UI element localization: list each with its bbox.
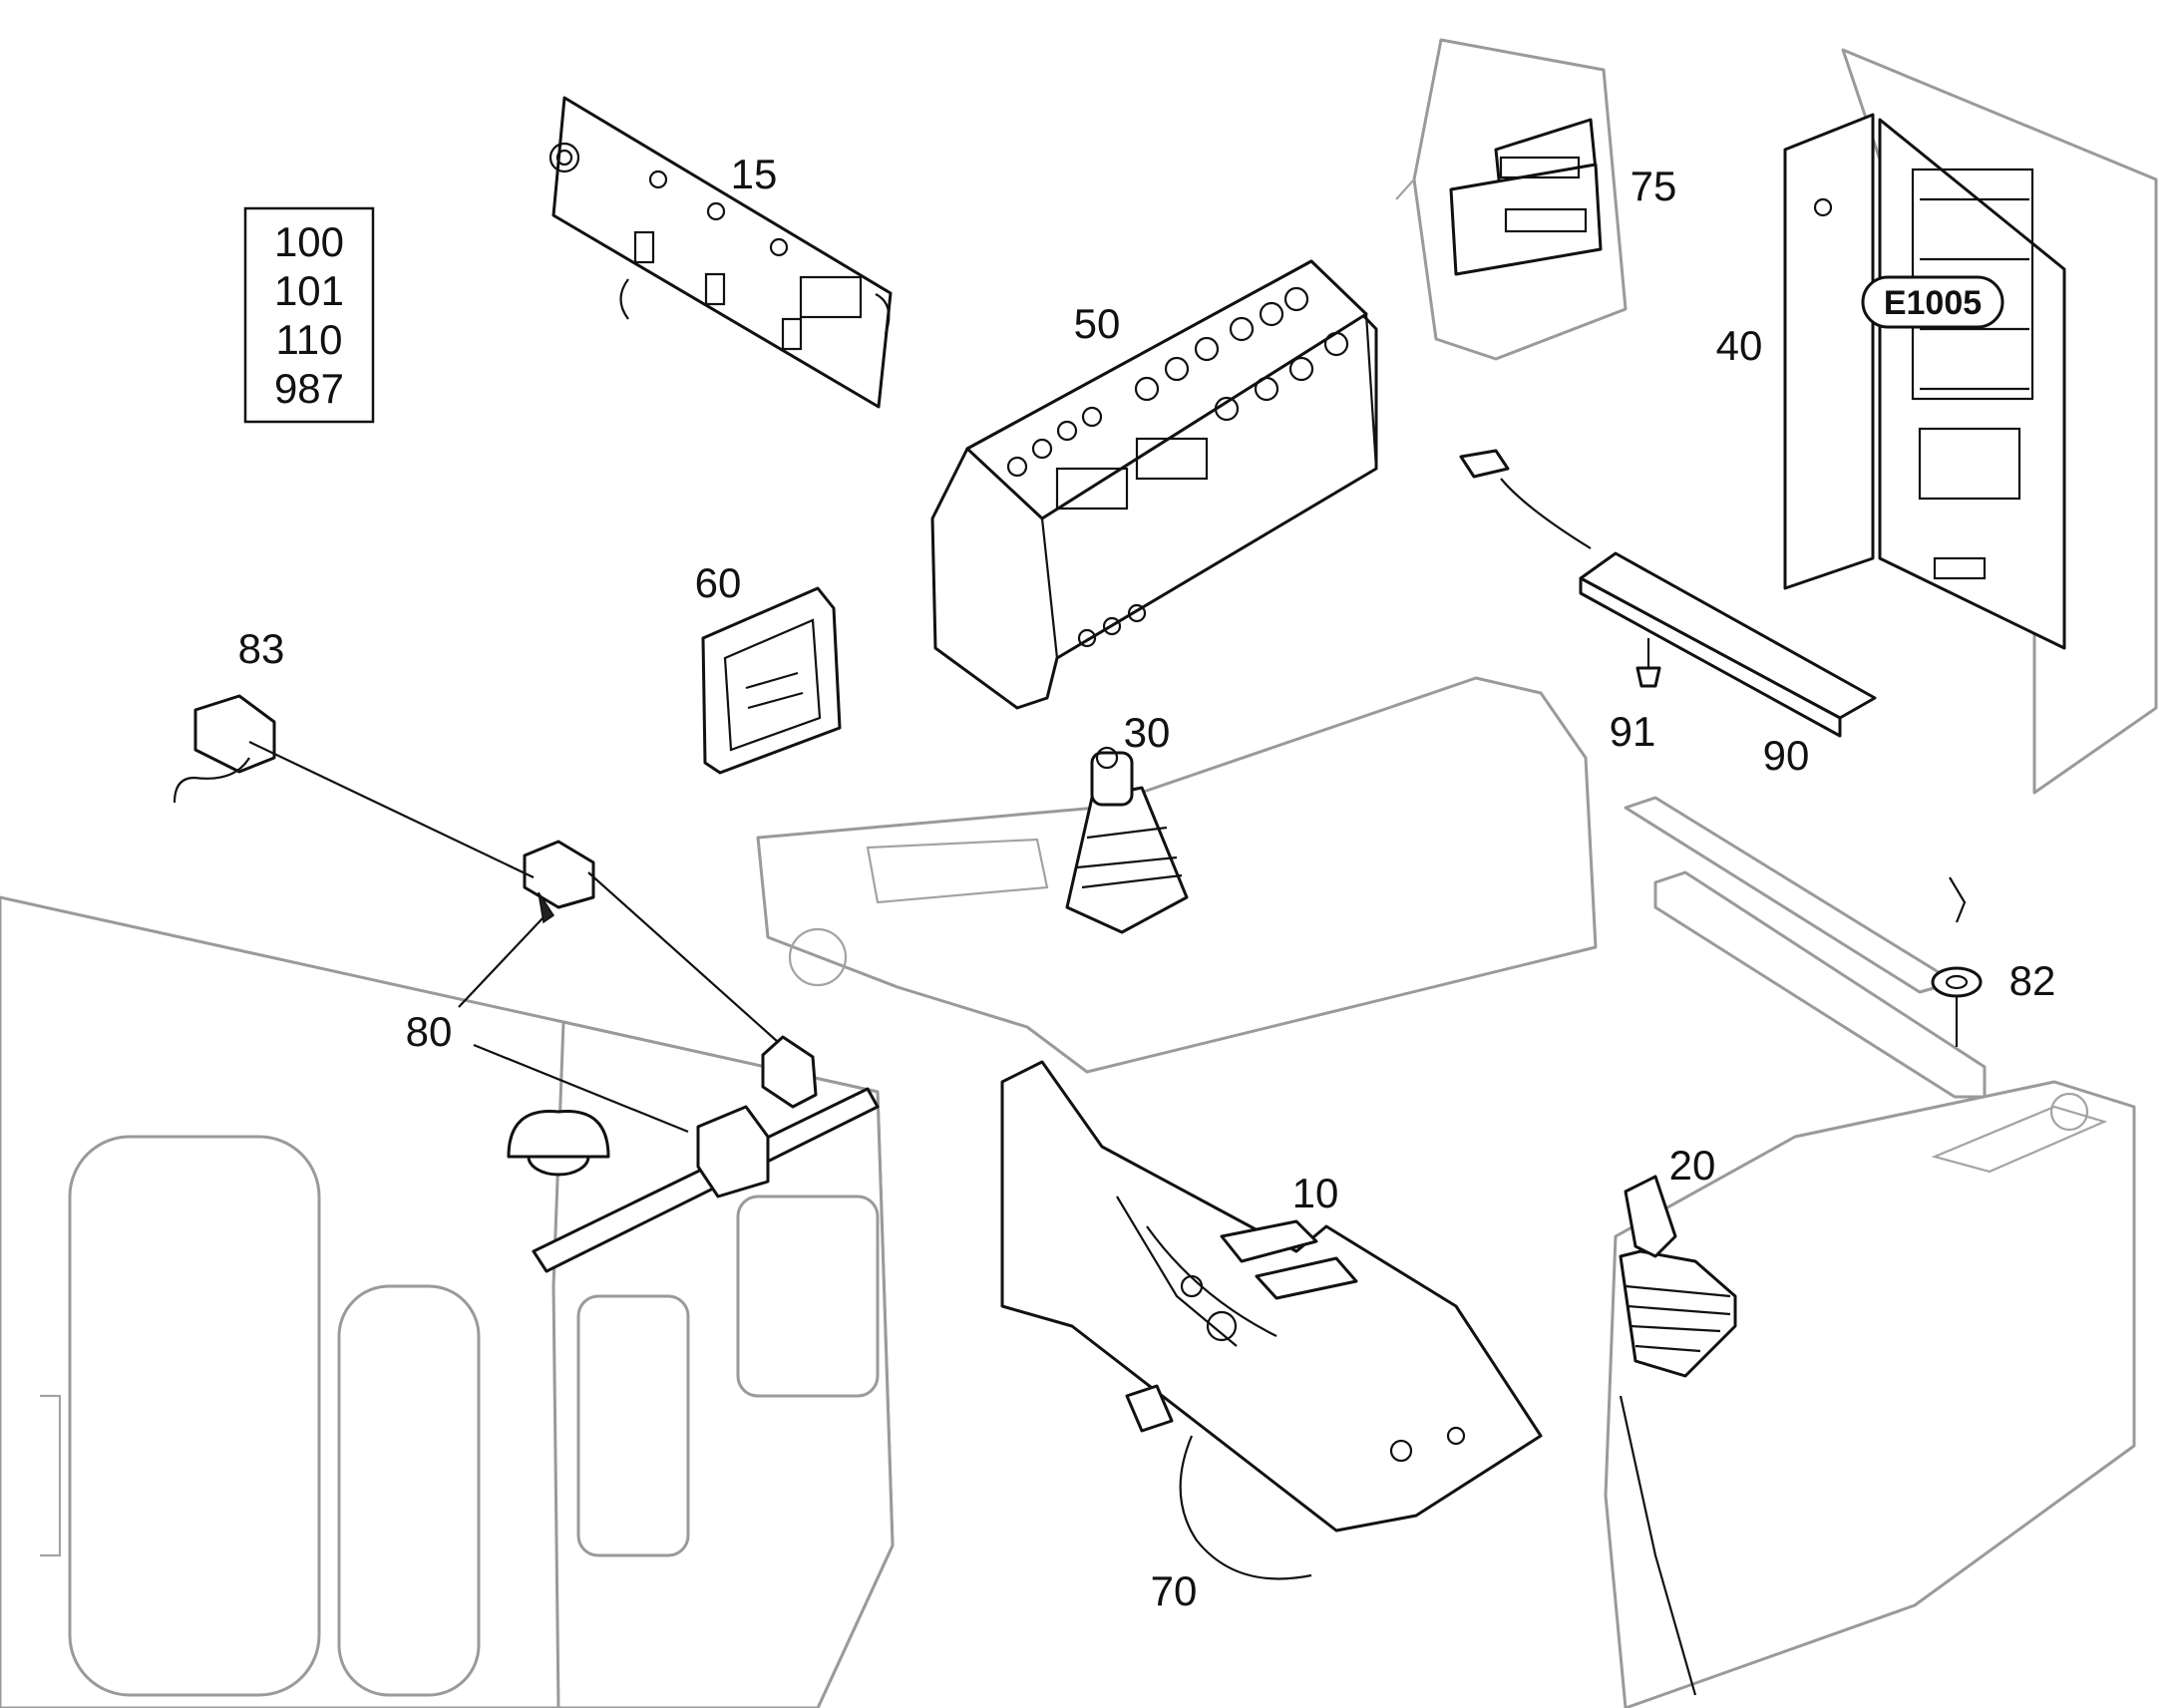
callout-80: 80 (406, 1008, 453, 1055)
cab-body (0, 895, 895, 1708)
reference-box: 100 101 110 987 (243, 206, 375, 424)
callout-90: 90 (1763, 732, 1810, 779)
callout-30: 30 (1124, 709, 1171, 756)
part-50-control-console (930, 259, 1378, 710)
e1005-badge-label: E1005 (1884, 284, 1982, 322)
reference-line-1: 100 (274, 218, 344, 265)
reference-line-4: 987 (274, 365, 344, 412)
callout-labels: 15 75 50 40 60 83 30 91 90 82 80 10 20 7… (238, 151, 2056, 1614)
callout-82: 82 (2009, 957, 2056, 1004)
part-20-joystick-console (1604, 1080, 2136, 1708)
callout-83: 83 (238, 625, 285, 672)
part-75-radio-console (1395, 38, 1628, 361)
callout-40: 40 (1716, 322, 1763, 369)
part-91-screw (1635, 638, 1661, 688)
callout-60: 60 (695, 559, 742, 606)
reference-line-2: 101 (274, 267, 344, 314)
callout-70: 70 (1151, 1567, 1198, 1614)
e1005-badge: E1005 (1861, 275, 2004, 329)
callout-50: 50 (1074, 300, 1121, 347)
part-10-pedal-frame (1000, 1060, 1543, 1533)
part-40-electric-cabinet (1783, 48, 2158, 795)
part-60-display (701, 586, 842, 775)
part-82-trim-channel (1624, 796, 1987, 1099)
part-15-switch-plate (548, 96, 893, 409)
callout-10: 10 (1292, 1170, 1339, 1216)
callout-75: 75 (1631, 163, 1677, 209)
part-80-roof-lamp (523, 840, 595, 924)
callout-20: 20 (1669, 1142, 1716, 1189)
callout-15: 15 (731, 151, 778, 197)
part-90-rail (1459, 449, 1877, 738)
reference-line-3: 110 (276, 316, 343, 363)
part-30-joystick-console (756, 676, 1598, 1074)
part-83-work-lamp (173, 694, 276, 804)
leader-lines (194, 708, 779, 1134)
callout-91: 91 (1610, 708, 1656, 755)
part-70-cable (1125, 1384, 1312, 1580)
